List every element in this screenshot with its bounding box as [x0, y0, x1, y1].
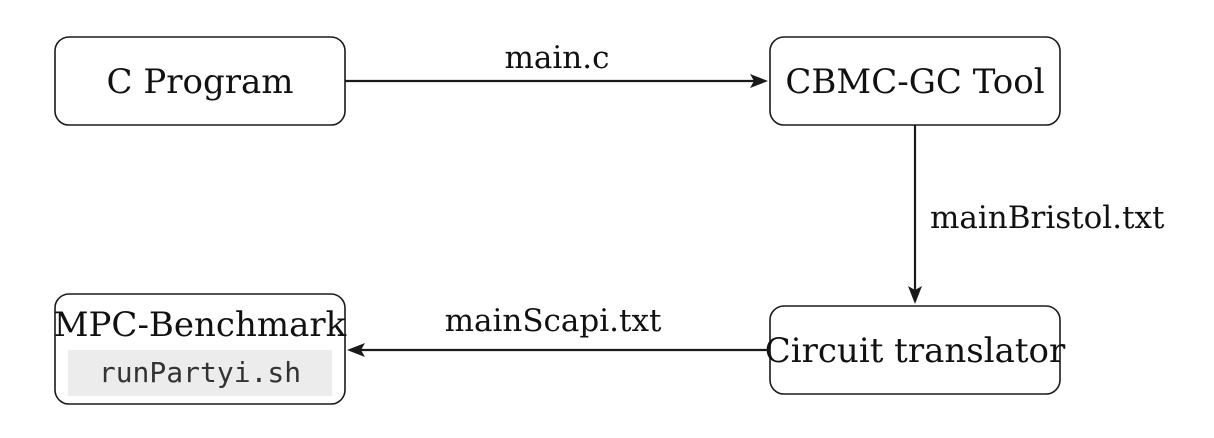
edge-translator-to-mpc: mainScapi.txt — [347, 303, 770, 357]
edge-cbmc-to-translator: mainBristol.txt — [908, 125, 1165, 304]
node-c-program-label: C Program — [107, 62, 294, 102]
arrow-left-icon — [347, 343, 365, 357]
script-code-background — [68, 350, 332, 396]
arrow-down-icon — [908, 286, 922, 304]
node-mpc-benchmark: MPC-Benchmark runPartyi.sh — [54, 293, 347, 405]
node-circuit-translator-label: Circuit translator — [765, 331, 1066, 371]
node-mpc-benchmark-label: MPC-Benchmark — [54, 305, 347, 345]
node-c-program: C Program — [54, 36, 346, 126]
node-circuit-translator: Circuit translator — [765, 305, 1066, 395]
edge-c-program-to-cbmc-label: main.c — [505, 40, 610, 76]
node-cbmc-gc-tool: CBMC-GC Tool — [769, 36, 1061, 126]
edge-translator-to-mpc-label: mainScapi.txt — [445, 303, 662, 339]
edge-cbmc-to-translator-label: mainBristol.txt — [930, 200, 1165, 236]
node-cbmc-gc-tool-label: CBMC-GC Tool — [785, 62, 1044, 102]
edge-c-program-to-cbmc: main.c — [345, 40, 768, 88]
arrow-right-icon — [750, 74, 768, 88]
script-filename: runPartyi.sh — [99, 356, 301, 389]
